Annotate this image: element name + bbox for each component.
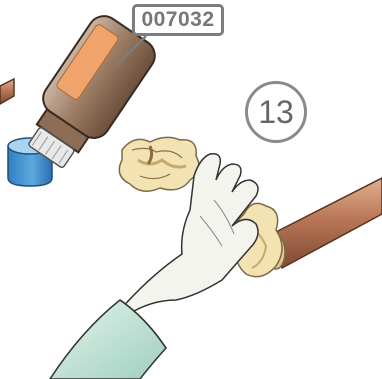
copper-pipe-icon xyxy=(0,79,14,104)
copper-pipe-icon xyxy=(267,178,382,269)
sleeve-cuff xyxy=(50,300,166,379)
part-number-label: 007032 xyxy=(132,4,224,36)
step-number-badge: 13 xyxy=(245,81,307,143)
rag-icon xyxy=(119,137,199,191)
